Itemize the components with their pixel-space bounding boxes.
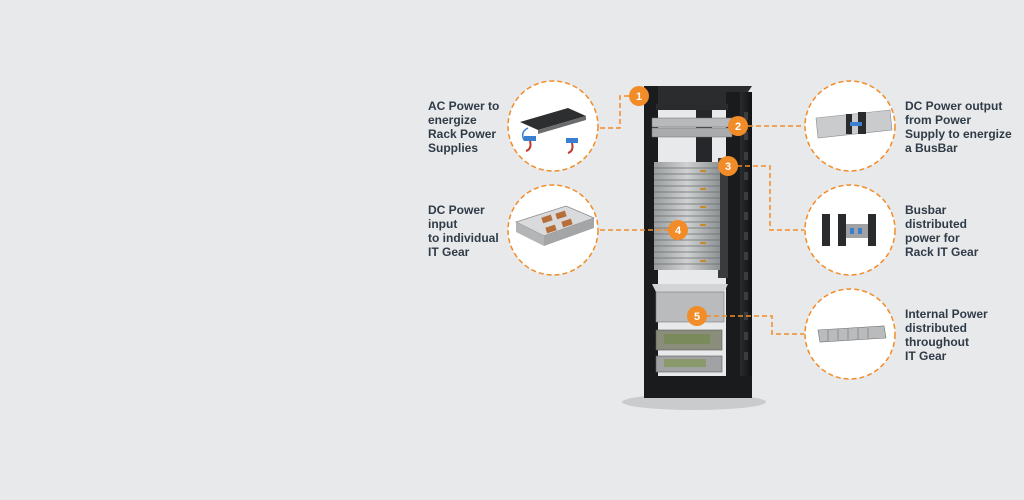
- svg-text:2: 2: [735, 121, 741, 133]
- callout-2-badge: 2: [728, 116, 748, 136]
- busbar-connector-thumbnail: [815, 109, 893, 139]
- callout-1-badge: 1: [629, 86, 649, 106]
- callout-badges: 1 2 3 4 5: [629, 86, 748, 326]
- svg-text:5: 5: [694, 311, 700, 323]
- callout-2-label: DC Power output from Power Supply to ene…: [905, 99, 1012, 155]
- svg-text:4: 4: [675, 225, 682, 237]
- svg-text:3: 3: [725, 161, 731, 173]
- callout-4-label: DC Power input to individual IT Gear: [428, 203, 499, 259]
- svg-text:1: 1: [636, 91, 642, 103]
- callout-3-badge: 3: [718, 156, 738, 176]
- rack-base: [644, 376, 752, 398]
- busbar: [718, 158, 728, 278]
- rack-post-front-right: [726, 92, 740, 398]
- power-cable-thumbnail: [520, 108, 586, 154]
- connector-lines: [600, 95, 804, 335]
- open-server-chassis: [652, 284, 728, 373]
- callout-4-badge: 4: [668, 220, 688, 240]
- rack-top: [644, 86, 752, 104]
- server-unit-thumbnail: [817, 325, 887, 343]
- rack-side-panel: [740, 92, 752, 394]
- rack-top-rail: [656, 104, 728, 110]
- callout-3-label: Busbar distributed power for Rack IT Gea…: [905, 203, 979, 259]
- power-supply-shelf: [651, 117, 733, 138]
- callout-1-label: AC Power to energize Rack Power Supplies: [428, 99, 500, 155]
- callout-5-label: Internal Power distributed throughout IT…: [905, 307, 988, 363]
- callout-5-badge: 5: [687, 306, 707, 326]
- busbar-rail-thumbnail: [822, 214, 876, 246]
- server-stack: [654, 162, 720, 270]
- server-chassis-thumbnail: [514, 205, 596, 246]
